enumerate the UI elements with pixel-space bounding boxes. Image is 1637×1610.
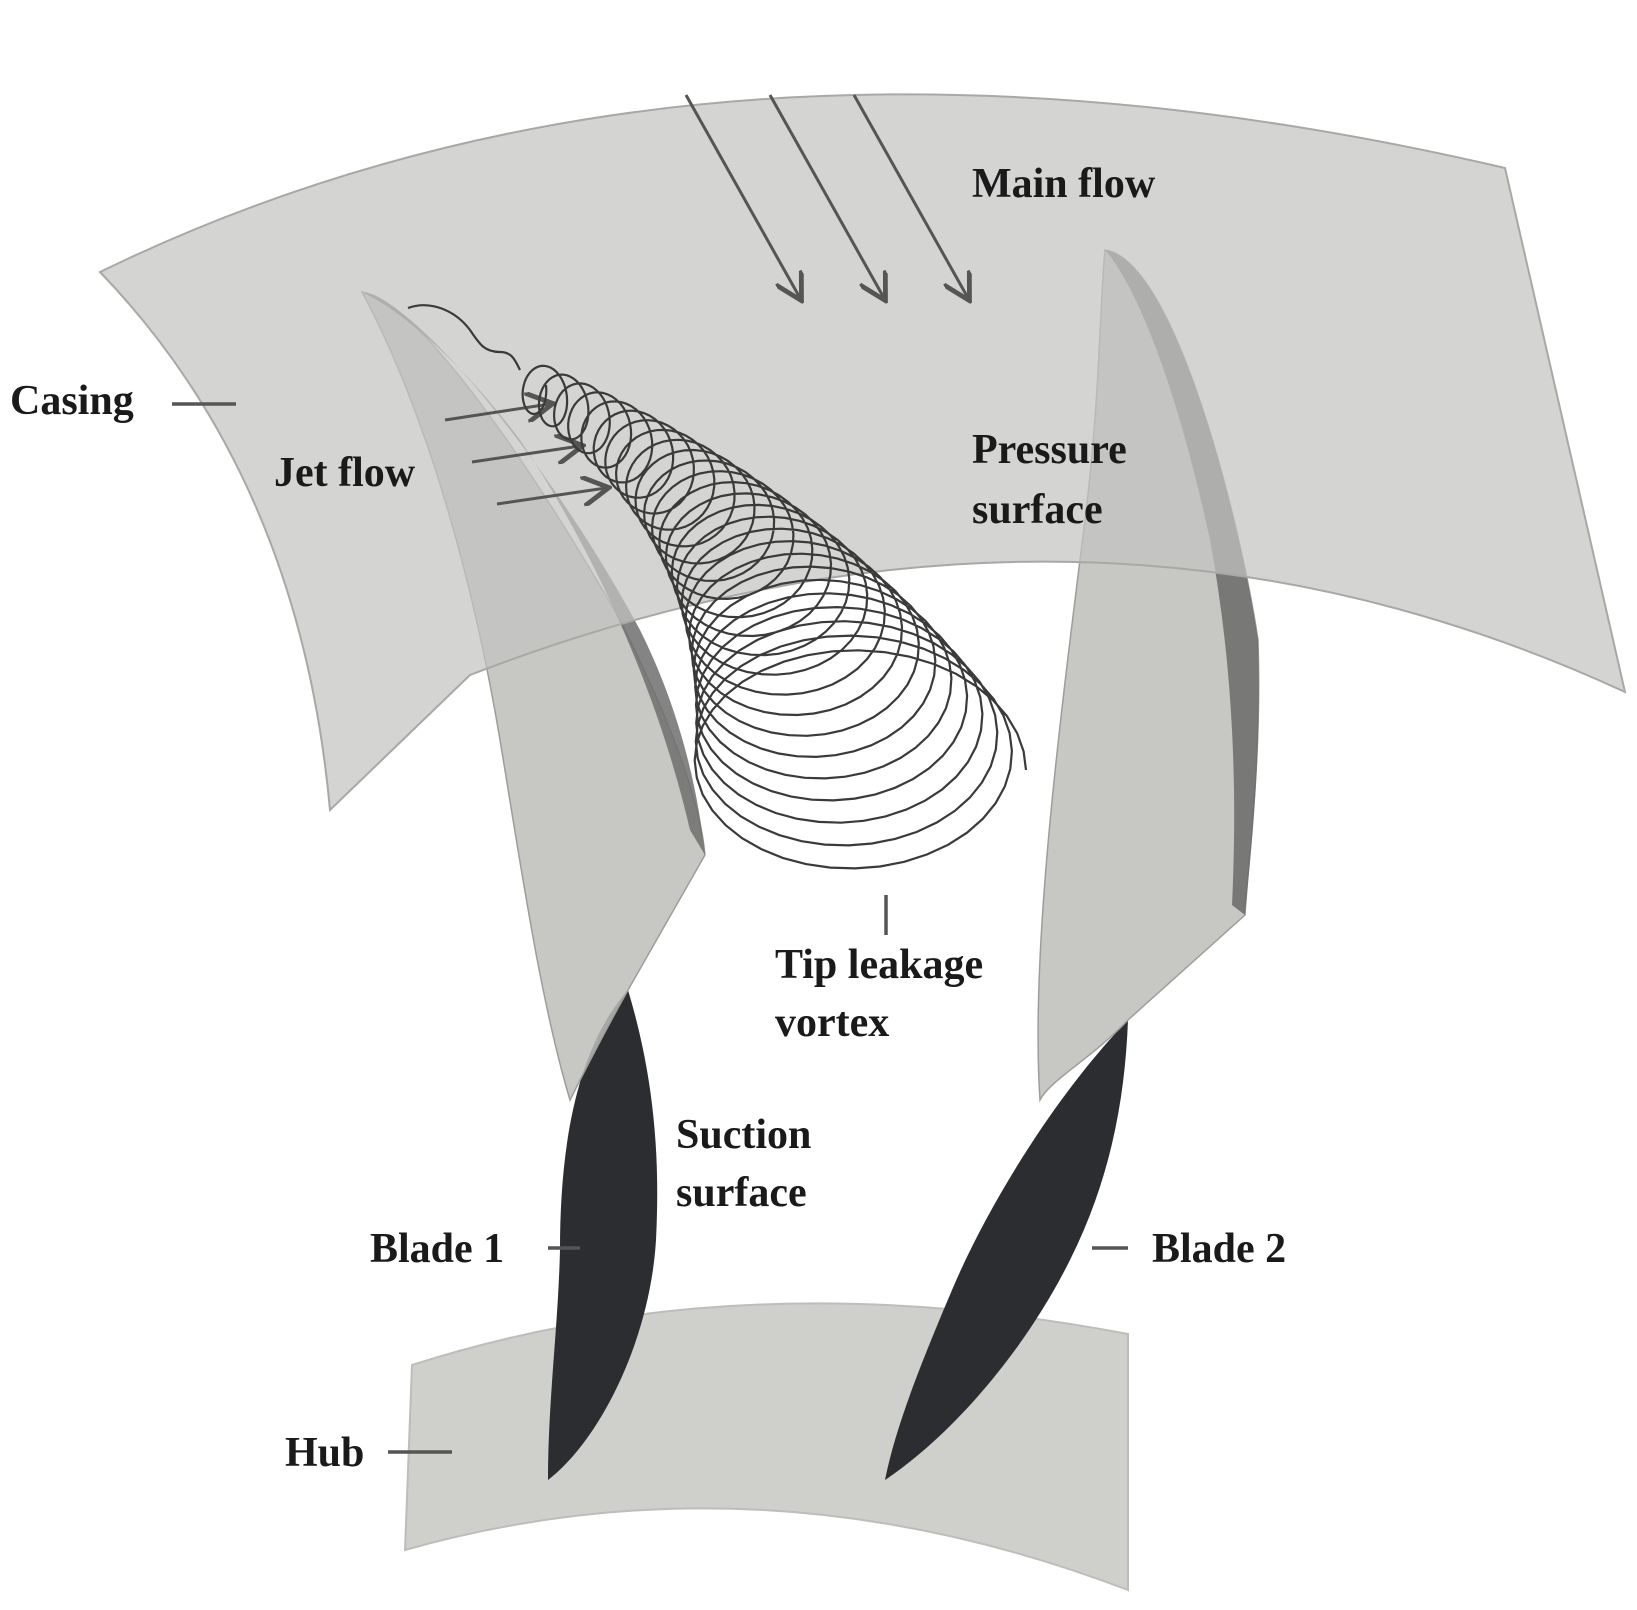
label-suction-surface-line2: surface xyxy=(676,1170,807,1216)
blade-2-lower xyxy=(885,1020,1128,1480)
main-flow-arrow xyxy=(684,94,800,298)
label-blade-1: Blade 1 xyxy=(370,1226,504,1272)
tip-leakage-vortex xyxy=(521,364,1028,870)
jet-flow-arrow xyxy=(496,488,606,504)
label-pressure-surface-line1: Pressure xyxy=(972,427,1127,473)
label-jet-flow: Jet flow xyxy=(274,450,416,496)
label-main-flow: Main flow xyxy=(972,161,1156,207)
label-pressure-surface-line2: surface xyxy=(972,487,1103,533)
blade-1-lower xyxy=(548,990,658,1480)
label-tip-leakage-line2: vortex xyxy=(775,1000,889,1046)
jet-flow-arrow xyxy=(471,446,580,462)
casing-surface xyxy=(98,93,1627,813)
label-casing: Casing xyxy=(10,378,134,424)
label-tip-leakage-line1: Tip leakage xyxy=(775,942,983,988)
main-flow-arrows xyxy=(684,94,968,298)
vortex-helix xyxy=(521,364,1028,870)
hub-surface xyxy=(403,1302,1129,1592)
label-suction-surface-line1: Suction xyxy=(676,1112,811,1158)
label-hub: Hub xyxy=(285,1430,364,1476)
vortex-origin-line xyxy=(407,304,521,371)
jet-flow-arrows xyxy=(444,404,606,504)
main-flow-arrow xyxy=(852,94,968,298)
leader-lines xyxy=(172,402,1128,1454)
jet-flow-arrow xyxy=(444,404,550,420)
main-flow-arrow xyxy=(768,94,884,298)
label-blade-2: Blade 2 xyxy=(1152,1226,1286,1272)
